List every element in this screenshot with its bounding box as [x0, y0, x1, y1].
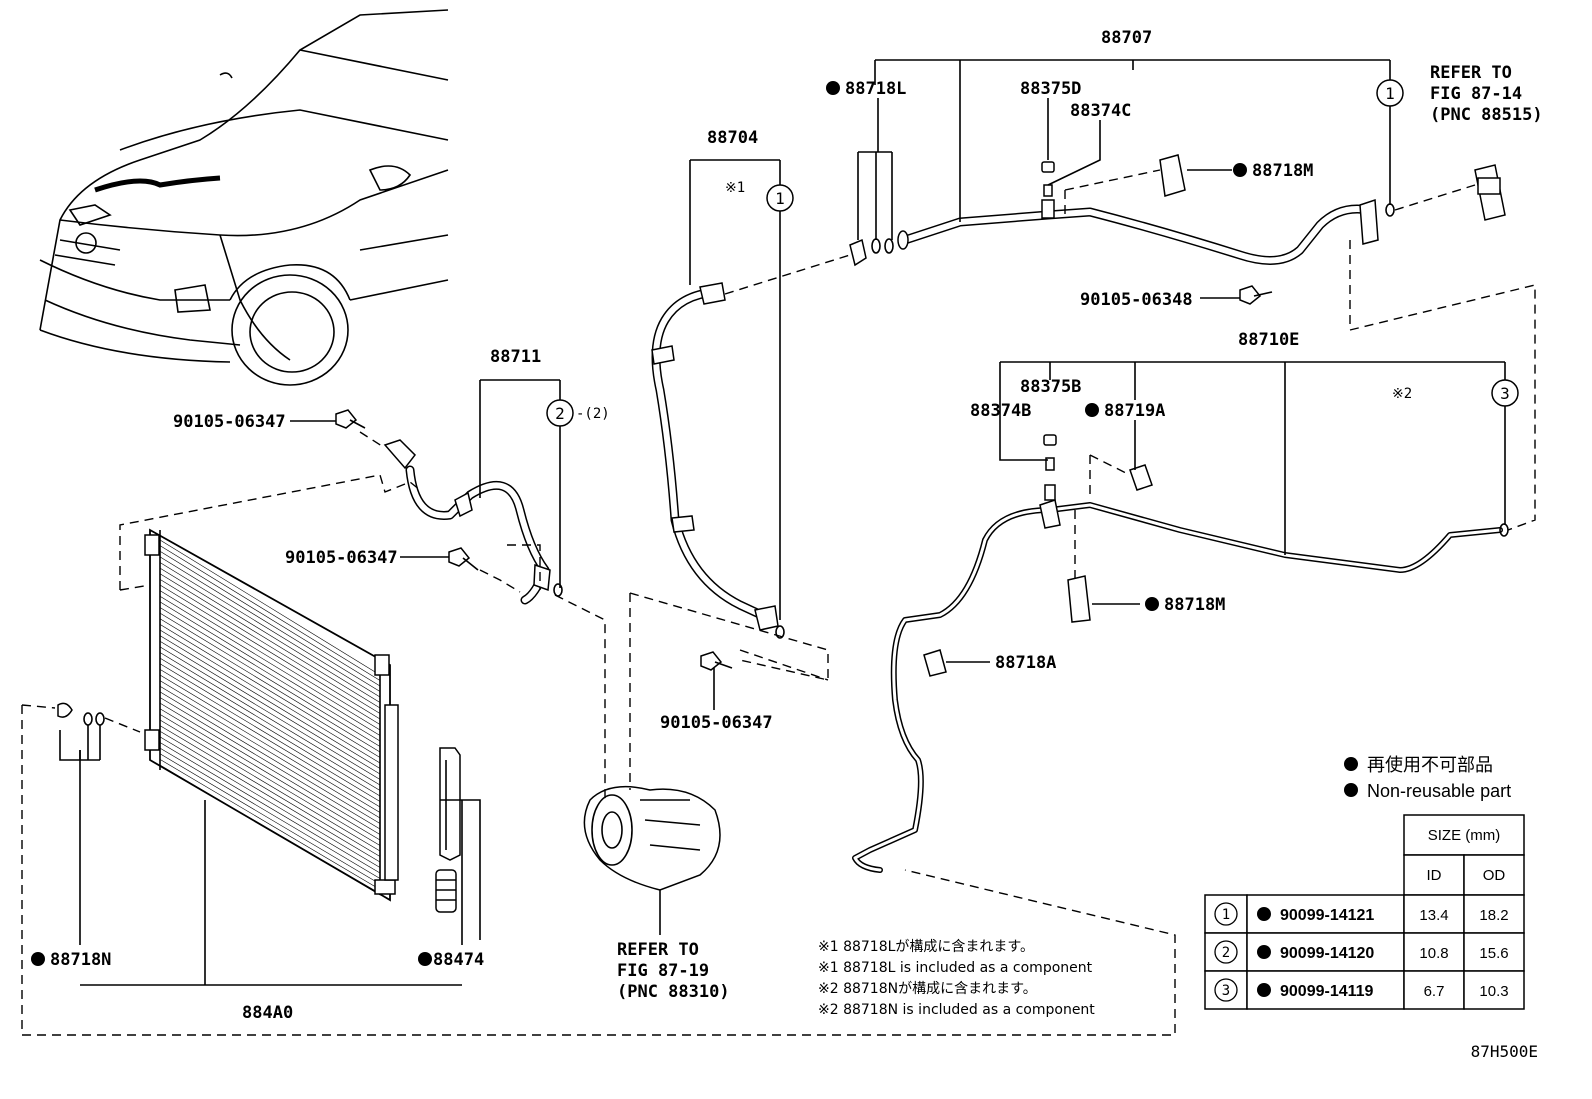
- leader-lines: [59, 59, 1506, 986]
- label-90105-06347-a: 90105-06347: [173, 412, 286, 432]
- label-88704: 88704: [707, 128, 758, 148]
- table-row: 3 90099-14119 6.7 10.3: [1204, 970, 1525, 1010]
- suction-pipe-88707: [849, 154, 1395, 267]
- label-88707: 88707: [1101, 28, 1152, 48]
- non-reusable-dot: [826, 81, 840, 95]
- label-88374b: 88374B: [970, 401, 1031, 421]
- label-884a0: 884A0: [242, 1003, 293, 1023]
- non-reusable-dot: [1233, 163, 1247, 177]
- bolt-90105-06348: [1239, 285, 1273, 305]
- table-col-od: OD: [1483, 867, 1506, 884]
- svg-text:(PNC 88310): (PNC 88310): [617, 982, 730, 1002]
- svg-text:90099-14121: 90099-14121: [1280, 907, 1374, 924]
- table-row: 1 90099-14121 13.4 18.2: [1204, 894, 1525, 934]
- label-88718m-mid: 88718M: [1164, 595, 1225, 615]
- compressor-ref: [583, 785, 721, 891]
- circle-ref-2: 2: [546, 399, 574, 427]
- non-reusable-dot: [1145, 597, 1159, 611]
- label-90105-06347-c: 90105-06347: [660, 713, 773, 733]
- svg-text:1: 1: [1222, 907, 1230, 923]
- expansion-valve-ref: [1474, 164, 1506, 221]
- suction-hose-88704: [651, 282, 785, 639]
- label-88718l: 88718L: [845, 79, 906, 99]
- label-88718m-top: 88718M: [1252, 161, 1313, 181]
- label-90105-06348: 90105-06348: [1080, 290, 1193, 310]
- svg-text:REFER TO: REFER TO: [617, 940, 699, 960]
- svg-text:10.3: 10.3: [1479, 983, 1508, 1000]
- svg-text:6.7: 6.7: [1424, 983, 1445, 1000]
- label-88711: 88711: [490, 347, 541, 367]
- svg-text:13.4: 13.4: [1419, 907, 1448, 924]
- o-ring-size-table: SIZE (mm) ID OD 1 90099-14121 13.4 18.2 …: [1204, 814, 1525, 1010]
- circle-ref-1-top: 1: [1376, 79, 1404, 107]
- legend-en: Non-reusable part: [1367, 781, 1511, 801]
- note-mark-2: ※2: [1392, 386, 1412, 402]
- bolt-90105-06347-c: [700, 651, 733, 671]
- svg-text:15.6: 15.6: [1479, 945, 1508, 962]
- table-size-header: SIZE (mm): [1428, 827, 1501, 844]
- table-col-id: ID: [1427, 867, 1442, 884]
- legend: 再使用不可部品 Non-reusable part: [1344, 755, 1511, 801]
- non-reusable-dot: [1085, 403, 1099, 417]
- svg-text:FIG 87-14: FIG 87-14: [1430, 84, 1522, 104]
- circle-ref-1-mid: 1: [766, 184, 794, 212]
- label-88374c: 88374C: [1070, 101, 1131, 121]
- discharge-hose-88711: [383, 439, 563, 605]
- label-88718a: 88718A: [995, 653, 1056, 673]
- svg-text:REFER TO: REFER TO: [1430, 63, 1512, 83]
- svg-text:2: 2: [555, 404, 565, 423]
- non-reusable-dot: [31, 952, 45, 966]
- svg-text:※2 88718N is included as a com: ※2 88718N is included as a component: [818, 1002, 1095, 1018]
- label-88375b: 88375B: [1020, 377, 1081, 397]
- label-88719a: 88719A: [1104, 401, 1165, 421]
- svg-text:※1 88718Lが構成に含まれます。: ※1 88718Lが構成に含まれます。: [818, 939, 1034, 955]
- label-88710e: 88710E: [1238, 330, 1299, 350]
- circle-ref-3: 3: [1491, 379, 1519, 407]
- qty-2: -(2): [576, 406, 610, 422]
- bolt-90105-06347-a: [335, 409, 366, 429]
- legend-jp: 再使用不可部品: [1367, 755, 1493, 775]
- svg-text:90099-14120: 90099-14120: [1280, 945, 1374, 962]
- refer-fig-87-14: REFER TO FIG 87-14 (PNC 88515): [1430, 63, 1543, 125]
- svg-text:(PNC 88515): (PNC 88515): [1430, 105, 1543, 125]
- svg-text:2: 2: [1222, 945, 1230, 961]
- svg-text:90099-14119: 90099-14119: [1280, 983, 1374, 1000]
- svg-text:1: 1: [1385, 84, 1395, 103]
- seal-ring-88718n: [57, 702, 105, 726]
- svg-text:1: 1: [775, 189, 785, 208]
- svg-text:※1 88718L is included as a com: ※1 88718L is included as a component: [818, 960, 1093, 976]
- refer-fig-87-19: REFER TO FIG 87-19 (PNC 88310): [617, 940, 730, 1002]
- diagram-code: 87H500E: [1471, 1042, 1538, 1061]
- bolt-90105-06347-b: [448, 547, 479, 571]
- svg-text:10.8: 10.8: [1419, 945, 1448, 962]
- receiver-desiccant-88474: [435, 747, 461, 913]
- liquid-pipe-88710e: [852, 434, 1509, 873]
- note-mark-1: ※1: [725, 180, 745, 196]
- non-reusable-dot: [418, 952, 432, 966]
- label-88718n: 88718N: [50, 950, 111, 970]
- svg-text:3: 3: [1222, 983, 1230, 999]
- label-88474: 88474: [433, 950, 484, 970]
- part-labels: 88707 88718L 88375D 88374C 88718M 88704 …: [31, 28, 1412, 1023]
- label-90105-06347-b: 90105-06347: [285, 548, 398, 568]
- label-88375d: 88375D: [1020, 79, 1081, 99]
- svg-text:3: 3: [1500, 384, 1510, 403]
- condenser-884a0: [144, 528, 399, 902]
- vehicle-illustration: [39, 9, 449, 386]
- dashed-guides: [21, 169, 1536, 1036]
- svg-text:18.2: 18.2: [1479, 907, 1508, 924]
- table-row: 2 90099-14120 10.8 15.6: [1204, 932, 1525, 972]
- component-notes: ※1 88718Lが構成に含まれます。 ※1 88718L is include…: [818, 939, 1095, 1018]
- svg-text:※2 88718Nが構成に含まれます。: ※2 88718Nが構成に含まれます。: [818, 981, 1037, 997]
- svg-text:FIG 87-19: FIG 87-19: [617, 961, 709, 981]
